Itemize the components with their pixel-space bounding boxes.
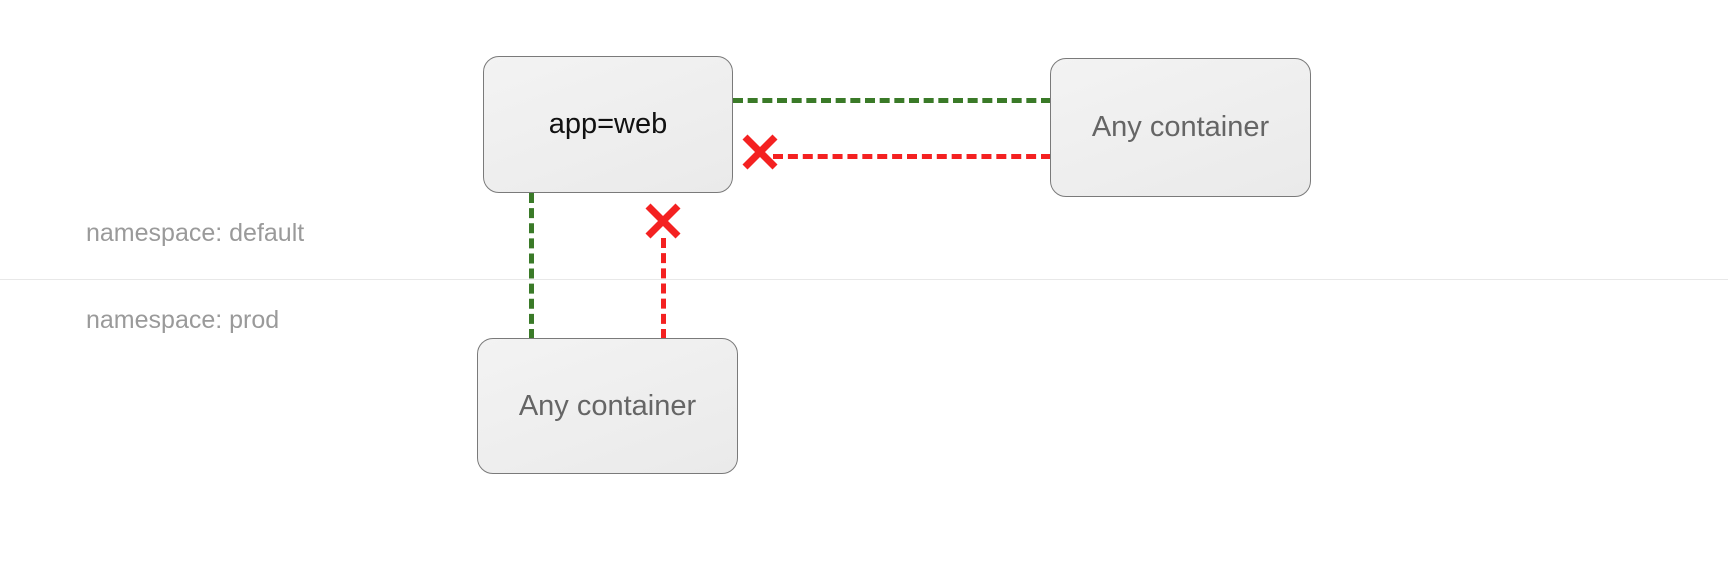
node-any-container-right[interactable]: Any container — [1050, 58, 1311, 197]
namespace-divider — [0, 279, 1728, 280]
namespace-label-prod: namespace: prod — [86, 306, 280, 334]
node-any-container-bottom[interactable]: Any container — [477, 338, 738, 474]
x-mark-icon — [740, 132, 780, 172]
node-any-container-right-label: Any container — [1091, 111, 1270, 143]
node-app-web-label: app=web — [548, 108, 668, 140]
x-mark-icon — [643, 201, 683, 241]
edge-deny-any-container-bottom-to-app-web — [661, 238, 666, 339]
edge-allow-app-web-to-any-container-right — [733, 98, 1051, 103]
edge-deny-any-container-right-to-app-web — [773, 154, 1051, 159]
node-any-container-bottom-label: Any container — [518, 389, 697, 422]
namespace-label-default: namespace: default — [86, 219, 305, 247]
node-app-web[interactable]: app=web — [483, 56, 733, 193]
edge-allow-app-web-to-any-container-bottom — [529, 193, 534, 339]
